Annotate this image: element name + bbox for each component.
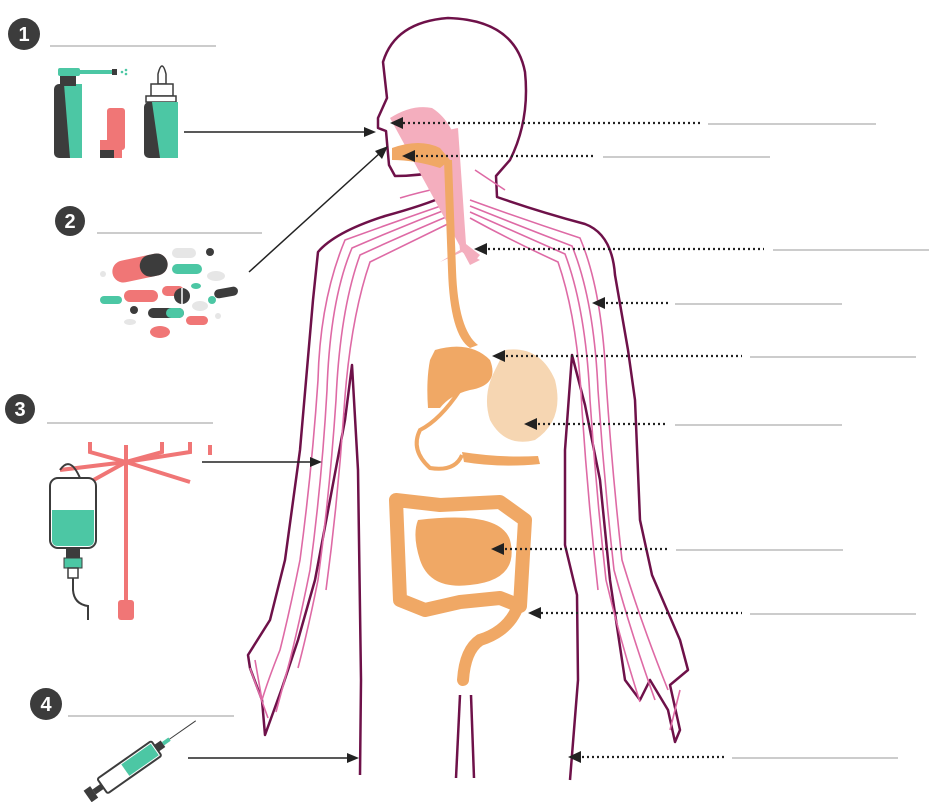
answer-blanks[interactable] — [603, 124, 929, 758]
route-badge-4: 4 — [30, 688, 62, 720]
route-badge-3: 3 — [5, 394, 35, 424]
svg-text:4: 4 — [40, 694, 52, 716]
syringe-icon — [82, 713, 200, 802]
inhaler-icon — [100, 108, 125, 158]
dropper-bottle-icon — [144, 66, 178, 158]
label-arrowheads — [390, 117, 605, 763]
route-badge-2: 2 — [55, 206, 85, 236]
svg-text:1: 1 — [18, 24, 29, 46]
route-badge-1: 1 — [8, 18, 40, 50]
inner-leg-line-2 — [471, 695, 474, 778]
oral-nasal-mucosa — [390, 107, 480, 265]
digestive-system — [392, 143, 558, 680]
iv-drip-icon — [50, 442, 210, 620]
pills-icon — [100, 248, 239, 338]
inner-leg-line — [456, 695, 460, 778]
svg-text:2: 2 — [64, 211, 75, 233]
svg-text:3: 3 — [14, 399, 25, 421]
